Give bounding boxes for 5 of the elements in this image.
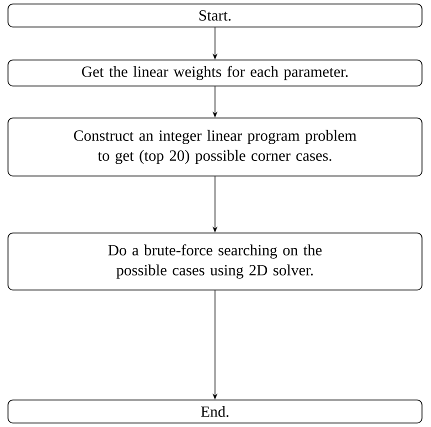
process-box: Get the linear weights for each parameter.: [8, 60, 422, 86]
process-box: Start.: [8, 4, 422, 28]
process-box: Do a brute-force searching on the possible cases using 2D solver.: [8, 232, 422, 290]
process-box: End.: [8, 400, 422, 424]
process-box: Construct an integer linear program problem to get (top 20) possible corner cases.: [8, 118, 422, 176]
